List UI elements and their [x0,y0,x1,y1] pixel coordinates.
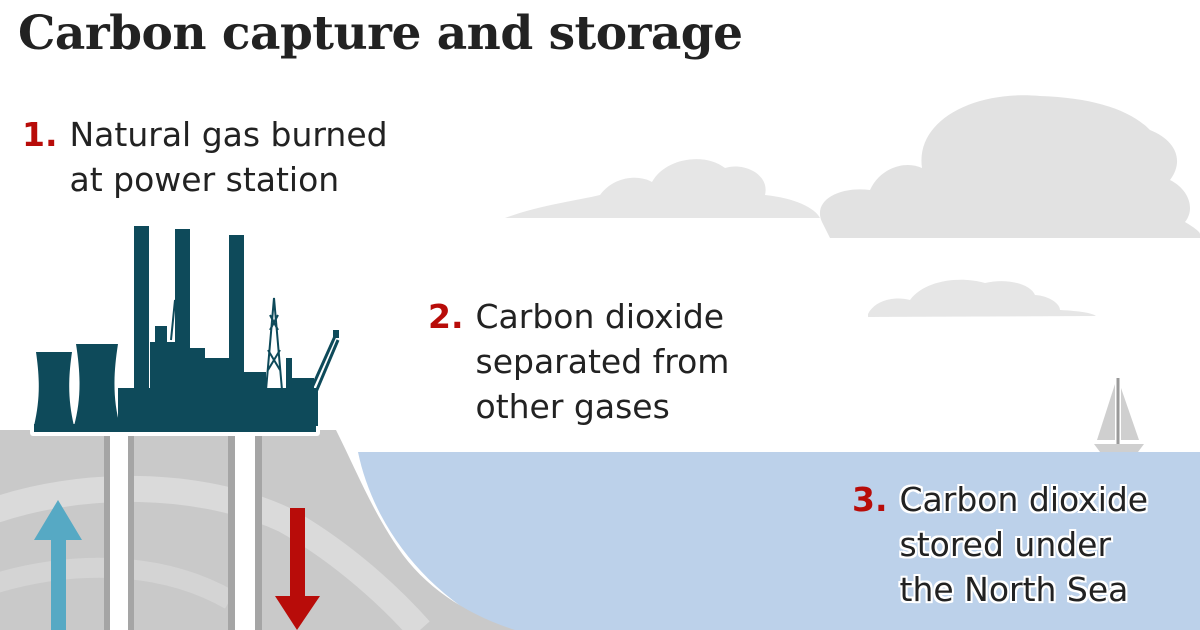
step-text: Natural gas burned at power station [70,112,388,202]
pipe-right [235,432,255,630]
step-1-label: 1. Natural gas burned at power station [22,112,388,202]
step-2-label: 2. Carbon dioxide separated from other g… [428,294,729,429]
step-text-line: at power station [69,160,340,199]
step-number: 2. [428,297,464,336]
step-text-line: Natural gas burned [69,115,388,154]
power-station-icon [30,226,340,436]
clouds [505,95,1200,317]
page-title: Carbon capture and storage [18,6,743,61]
step-text-line: Carbon dioxide [475,297,725,336]
sea [358,452,1200,630]
step-text: Carbon dioxide stored under the North Se… [900,477,1149,612]
step-text-line: other gases [475,387,670,426]
ground-strata [0,475,430,630]
pipes [104,432,262,630]
step-number: 1. [22,115,58,154]
arrow-up-icon [34,500,82,630]
step-text-line: the North Sea [899,570,1129,609]
sailboat-icon [1094,378,1144,452]
cloud-small [868,279,1096,317]
pipe-left [110,432,128,630]
step-number: 3. [852,480,888,519]
step-3-label: 3. Carbon dioxide stored under the North… [852,477,1148,612]
step-text-line: separated from [475,342,730,381]
step-text: Carbon dioxide separated from other gase… [476,294,730,429]
arrow-down-icon [275,508,320,630]
step-text-line: stored under [899,525,1112,564]
cloud-large [819,95,1200,238]
step-text-line: Carbon dioxide [899,480,1149,519]
cloud-long [505,159,820,218]
